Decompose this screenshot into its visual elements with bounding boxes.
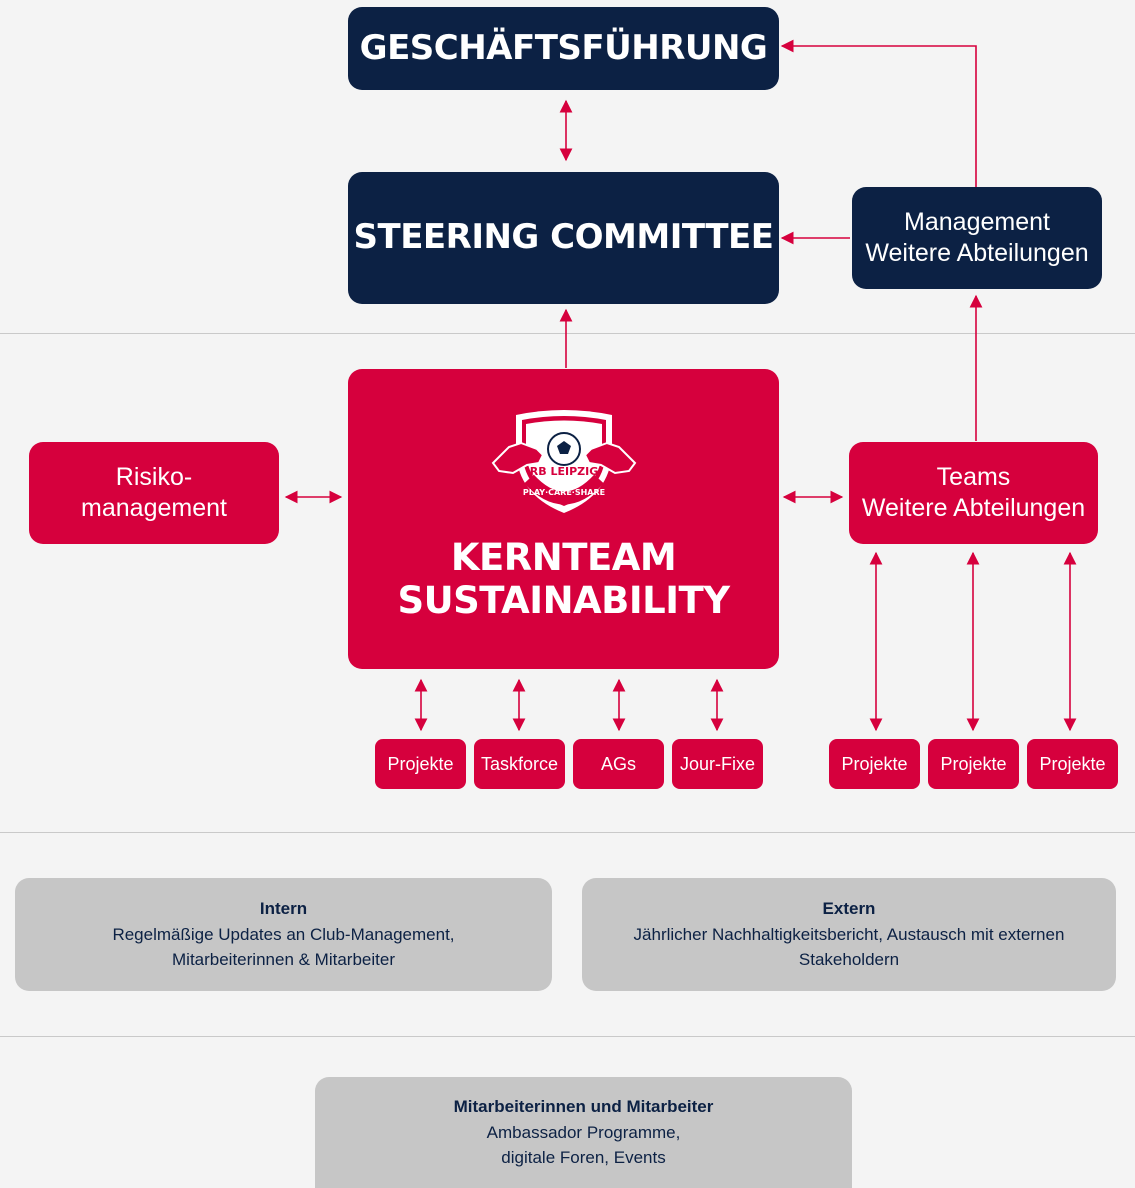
intern-title: Intern [259,899,308,919]
section-divider [0,333,1135,334]
intern-text-line1: Regelmäßige Updates an Club-Management, [112,924,455,944]
steering-committee-label: STEERING COMMITTEE [353,217,774,258]
team-item-label: Projekte [841,754,908,774]
employees-title: Mitarbeiterinnen und Mitarbeiter [453,1097,714,1117]
section-divider [0,832,1135,833]
team-item-label: Projekte [940,754,1007,774]
kern-item-label: Taskforce [480,754,559,774]
rb-leipzig-logo: RB LEIPZIG PLAY·CARE·SHARE [491,410,636,513]
teams-label-line2: Weitere Abteilungen [861,494,1086,522]
kern-item-projekte: Projekte [375,739,466,789]
intern-box: Intern Regelmäßige Updates an Club-Manag… [15,878,552,991]
kernteam-box: RB LEIPZIG PLAY·CARE·SHARE KERNTEAM SUST… [348,369,779,669]
employees-text-line2: digitale Foren, Events [501,1148,666,1168]
steering-committee-box: STEERING COMMITTEE [348,172,779,304]
intern-text-line2: Mitarbeiterinnen & Mitarbeiter [172,950,395,970]
risiko-label-line2: management [81,494,227,522]
risiko-label-line1: Risiko- [115,462,193,491]
kern-item-label: Jour-Fixe [679,754,755,774]
kern-item-taskforce: Taskforce [474,739,565,789]
management-label-line1: Management [904,207,1050,236]
employees-text-line1: Ambassador Programme, [486,1122,681,1142]
arrow-management-gf [780,39,977,187]
teams-box: Teams Weitere Abteilungen [849,442,1098,544]
section-divider [0,1036,1135,1037]
kernteam-label-line2: SUSTAINABILITY [397,578,730,622]
team-item-projekte-1: Projekte [829,739,920,789]
geschaeftsfuehrung-box: GESCHÄFTSFÜHRUNG [348,7,779,90]
management-label-line2: Weitere Abteilungen [865,239,1089,267]
extern-box: Extern Jährlicher Nachhaltigkeitsbericht… [582,878,1116,991]
extern-text-line2: Stakeholdern [798,950,900,970]
kern-item-label: Projekte [387,754,454,774]
logo-text-top: RB LEIPZIG [529,465,597,478]
teams-label-line1: Teams [936,462,1011,491]
logo-text-bottom: PLAY·CARE·SHARE [522,488,604,497]
kern-item-label: AGs [600,754,636,774]
geschaeftsfuehrung-label: GESCHÄFTSFÜHRUNG [359,27,768,68]
kern-item-jour-fixe: Jour-Fixe [672,739,763,789]
kernteam-label-line1: KERNTEAM [450,536,677,579]
management-box: Management Weitere Abteilungen [852,187,1102,289]
team-item-projekte-2: Projekte [928,739,1019,789]
kern-item-ags: AGs [573,739,664,789]
team-item-label: Projekte [1039,754,1106,774]
extern-text-line1: Jährlicher Nachhaltigkeitsbericht, Austa… [633,924,1065,944]
employees-box: Mitarbeiterinnen und Mitarbeiter Ambassa… [315,1077,852,1188]
risikomanagement-box: Risiko- management [29,442,279,544]
team-item-projekte-3: Projekte [1027,739,1118,789]
extern-title: Extern [822,899,876,919]
